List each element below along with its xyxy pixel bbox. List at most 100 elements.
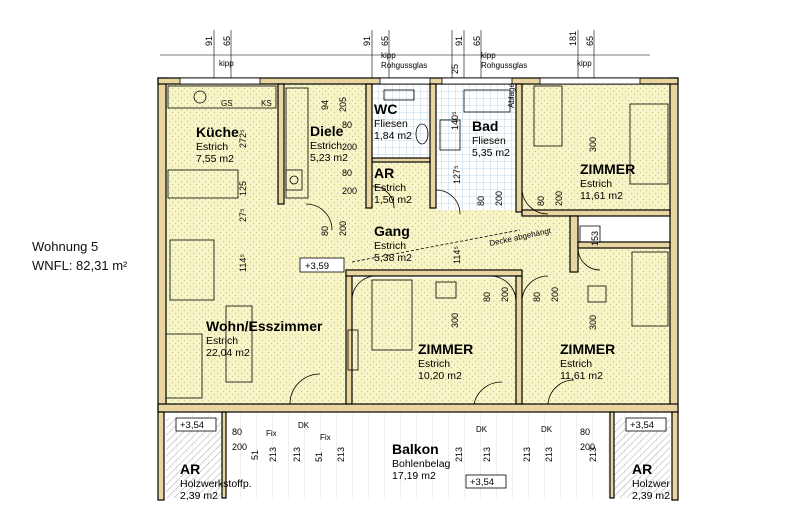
svg-text:ZIMMER: ZIMMER bbox=[580, 161, 635, 177]
svg-text:22,04 m2: 22,04 m2 bbox=[206, 347, 250, 359]
furniture bbox=[165, 85, 669, 399]
svg-text:Estrich: Estrich bbox=[310, 140, 342, 152]
svg-text:1,50 m2: 1,50 m2 bbox=[374, 194, 412, 206]
svg-text:200: 200 bbox=[550, 287, 560, 302]
svg-text:200: 200 bbox=[338, 221, 348, 236]
doors bbox=[289, 185, 601, 405]
dim-top-6: 65 bbox=[472, 36, 482, 46]
room-zimmer-se: ZIMMER Estrich 11,61 m2 bbox=[560, 341, 615, 382]
svg-text:51: 51 bbox=[250, 450, 260, 460]
dim-top-5: 91 bbox=[454, 36, 464, 46]
svg-text:200: 200 bbox=[500, 287, 510, 302]
room-ar-left: AR Holzwerkstoffp. 2,39 m2 bbox=[180, 461, 252, 502]
room-balkon: Balkon Bohlenbelag 17,19 m2 bbox=[392, 441, 451, 482]
label-dk-2: DK bbox=[476, 425, 488, 434]
svg-text:125: 125 bbox=[238, 181, 248, 196]
svg-text:213: 213 bbox=[482, 447, 492, 462]
label-kipp-2: kipp bbox=[381, 51, 396, 60]
svg-text:1,84 m2: 1,84 m2 bbox=[374, 130, 412, 142]
dim-top-3: 91 bbox=[362, 36, 372, 46]
dim-top-4: 65 bbox=[380, 36, 390, 46]
svg-text:213: 213 bbox=[588, 447, 598, 462]
label-ks: KS bbox=[261, 99, 272, 108]
svg-text:AR: AR bbox=[632, 461, 652, 477]
dim-top-7: 181 bbox=[568, 31, 578, 46]
svg-text:94: 94 bbox=[320, 100, 330, 110]
svg-text:Fliesen: Fliesen bbox=[472, 135, 506, 147]
apartment-area: WNFL: 82,31 m² bbox=[32, 258, 128, 273]
level-balcony-mid: +3,54 bbox=[470, 477, 494, 488]
svg-text:213: 213 bbox=[292, 447, 302, 462]
interior-dimensions: 94 205 80 200 80 200 140⁵ 127⁵ 125 27⁵ 2… bbox=[232, 97, 600, 462]
label-kipp-3: kipp bbox=[481, 51, 496, 60]
label-kipp-4: kipp bbox=[577, 59, 592, 68]
svg-text:213: 213 bbox=[522, 447, 532, 462]
svg-text:AR: AR bbox=[374, 165, 394, 181]
room-diele: Diele Estrich 5,23 m2 bbox=[310, 123, 348, 164]
room-ar-inner: AR Estrich 1,50 m2 bbox=[374, 165, 412, 206]
room-ar-right: AR Holzwer 2,39 m2 bbox=[632, 461, 670, 502]
svg-text:11,61 m2: 11,61 m2 bbox=[580, 190, 623, 202]
svg-text:Estrich: Estrich bbox=[374, 182, 406, 194]
level-balcony-left: +3,54 bbox=[180, 420, 204, 431]
svg-text:213: 213 bbox=[454, 447, 464, 462]
label-kipp-1: kipp bbox=[219, 59, 234, 68]
label-ablage: Ablage bbox=[507, 83, 516, 108]
svg-text:80: 80 bbox=[320, 226, 330, 236]
svg-text:Fliesen: Fliesen bbox=[374, 118, 408, 130]
svg-text:127⁵: 127⁵ bbox=[452, 165, 462, 184]
svg-text:80: 80 bbox=[482, 292, 492, 302]
top-dimension-lines bbox=[160, 30, 650, 78]
room-gang: Gang Estrich 5,38 m2 bbox=[374, 223, 412, 264]
svg-text:5,35 m2: 5,35 m2 bbox=[472, 147, 510, 159]
dim-top-8: 65 bbox=[585, 36, 595, 46]
room-wohnen: Wohn/Esszimmer Estrich 22,04 m2 bbox=[206, 318, 323, 359]
label-fix-2: Fix bbox=[320, 433, 331, 442]
svg-text:Estrich: Estrich bbox=[580, 178, 612, 190]
dim-top-1: 91 bbox=[204, 36, 214, 46]
svg-text:Holzwer: Holzwer bbox=[632, 478, 670, 490]
svg-text:Küche: Küche bbox=[196, 124, 239, 140]
svg-text:80: 80 bbox=[232, 427, 242, 437]
svg-text:205: 205 bbox=[338, 97, 348, 112]
svg-text:80: 80 bbox=[536, 196, 546, 206]
svg-text:Estrich: Estrich bbox=[196, 141, 228, 153]
svg-text:80: 80 bbox=[580, 427, 590, 437]
svg-text:2,39 m2: 2,39 m2 bbox=[632, 490, 670, 502]
svg-text:213: 213 bbox=[336, 447, 346, 462]
svg-text:80: 80 bbox=[342, 120, 352, 130]
svg-text:AR: AR bbox=[180, 461, 200, 477]
top-dimensions: 91 65 91 65 91 65 181 65 25 kipp kipp Ro… bbox=[204, 31, 595, 74]
walls bbox=[157, 77, 679, 501]
svg-text:213: 213 bbox=[268, 447, 278, 462]
svg-text:10,20 m2: 10,20 m2 bbox=[418, 370, 462, 382]
room-zimmer-ne: ZIMMER Estrich 11,61 m2 bbox=[580, 161, 635, 202]
label-dk-3: DK bbox=[541, 425, 553, 434]
svg-text:114⁵: 114⁵ bbox=[452, 246, 462, 264]
room-zimmer-mid: ZIMMER Estrich 10,20 m2 bbox=[418, 341, 473, 382]
svg-text:5,23 m2: 5,23 m2 bbox=[310, 152, 348, 164]
floors bbox=[162, 84, 672, 498]
svg-text:51: 51 bbox=[314, 452, 324, 462]
svg-text:272⁵: 272⁵ bbox=[238, 129, 248, 148]
svg-text:Wohn/Esszimmer: Wohn/Esszimmer bbox=[206, 318, 323, 334]
svg-text:153: 153 bbox=[590, 231, 600, 246]
svg-text:Balkon: Balkon bbox=[392, 441, 439, 457]
svg-text:7,55 m2: 7,55 m2 bbox=[196, 153, 234, 165]
level-balcony-right: +3,54 bbox=[630, 420, 654, 431]
svg-text:213: 213 bbox=[544, 447, 554, 462]
dim-top-9: 25 bbox=[450, 64, 460, 74]
svg-text:17,19 m2: 17,19 m2 bbox=[392, 470, 436, 482]
svg-text:Diele: Diele bbox=[310, 123, 344, 139]
svg-text:200: 200 bbox=[342, 186, 357, 196]
level-main: +3,59 bbox=[305, 261, 329, 272]
svg-text:ZIMMER: ZIMMER bbox=[560, 341, 615, 357]
svg-text:80: 80 bbox=[476, 196, 486, 206]
label-dk-1: DK bbox=[298, 421, 310, 430]
svg-text:200: 200 bbox=[494, 191, 504, 206]
dim-top-2: 65 bbox=[222, 36, 232, 46]
svg-text:200: 200 bbox=[554, 191, 564, 206]
svg-text:200: 200 bbox=[342, 142, 357, 152]
svg-text:Estrich: Estrich bbox=[206, 335, 238, 347]
